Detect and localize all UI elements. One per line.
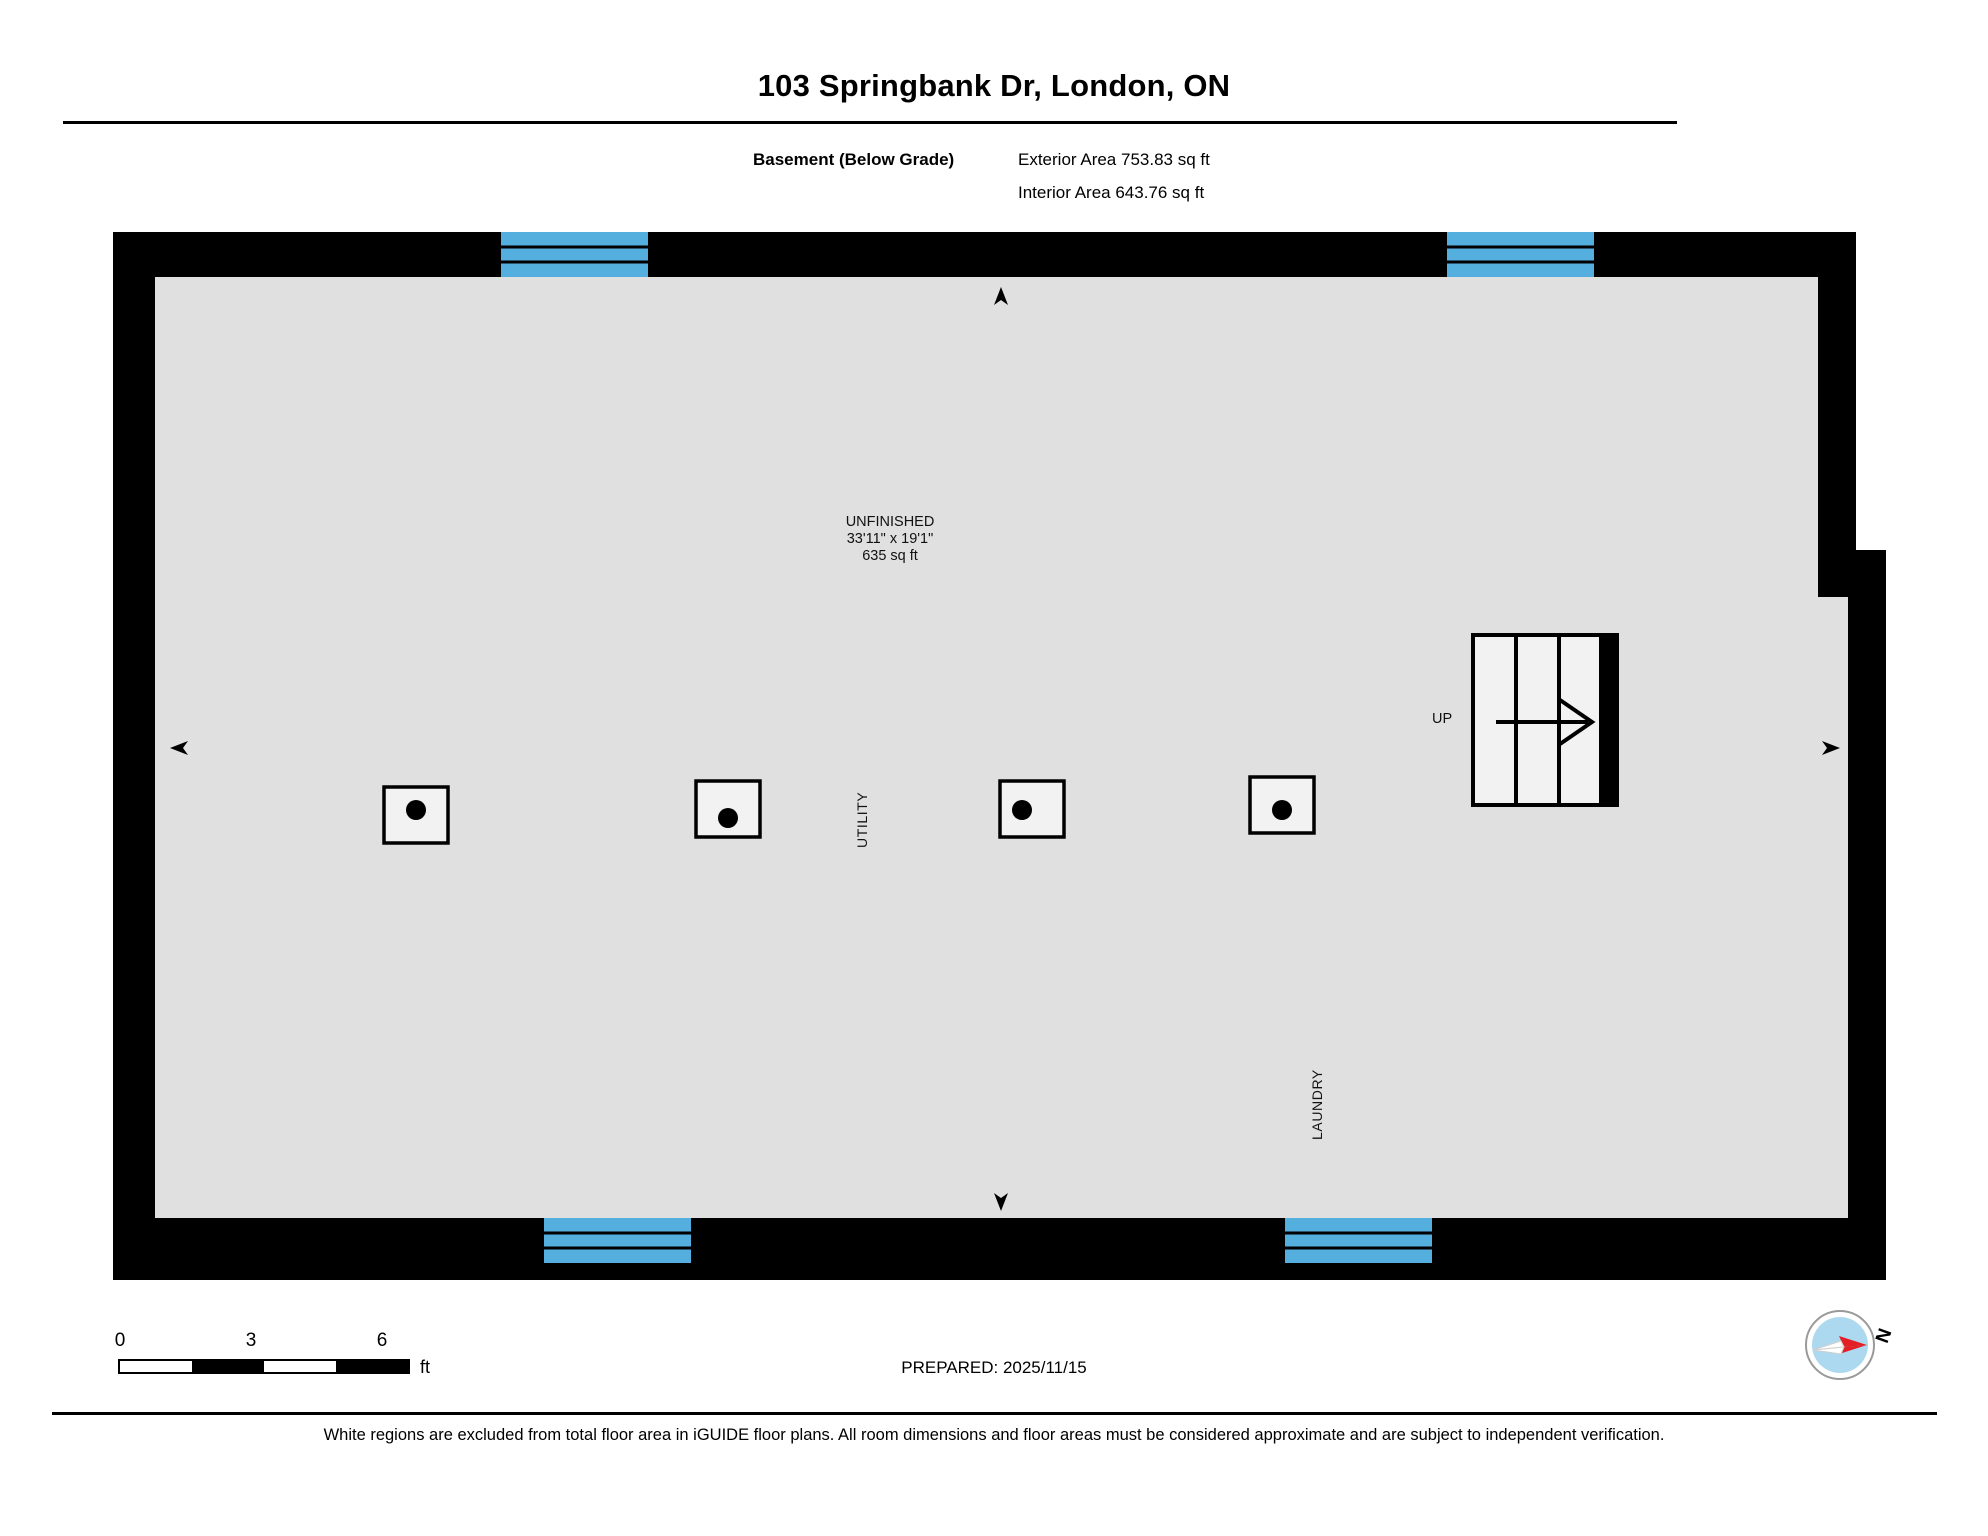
floor-label: Basement (Below Grade) xyxy=(753,150,955,169)
scale-tick-3: 3 xyxy=(245,1330,257,1351)
exterior-area-label: Exterior Area 753.83 sq ft xyxy=(1018,150,1210,169)
support-column xyxy=(998,779,1066,839)
prepared-date: PREPARED: 2025/11/15 xyxy=(901,1358,1087,1377)
room-area: 635 sq ft xyxy=(862,548,918,564)
subheader: Basement (Below Grade) Exterior Area 753… xyxy=(63,140,1677,202)
interior-area-label: Interior Area 643.76 sq ft xyxy=(1018,183,1205,202)
scale-bar-group: 0 3 6 ft xyxy=(108,1330,431,1392)
scale-segment xyxy=(264,1361,336,1372)
window-bottom-right xyxy=(1285,1218,1432,1263)
window-top-left xyxy=(501,232,648,277)
label-stairs-up: UP xyxy=(1432,711,1453,727)
dimension-arrow-top xyxy=(994,287,1008,305)
scale-tick-0: 0 xyxy=(114,1330,126,1351)
interior-floor xyxy=(155,277,1848,1218)
scale-segment xyxy=(120,1361,192,1372)
scale-unit-label: ft xyxy=(420,1357,431,1377)
support-column xyxy=(694,779,762,839)
compass-rose: N xyxy=(1795,1300,1905,1390)
dimension-arrow-bottom xyxy=(994,1193,1008,1211)
label-utility: UTILITY xyxy=(854,791,870,848)
support-column xyxy=(382,785,450,845)
room-label-unfinished: UNFINISHED 33'11" x 19'1" 635 sq ft xyxy=(760,514,1020,565)
page-title: 103 Springbank Dr, London, ON xyxy=(757,68,1231,103)
dimension-arrow-right xyxy=(1822,741,1840,755)
room-name: UNFINISHED xyxy=(845,514,935,530)
dimension-arrow-left xyxy=(170,741,188,755)
window-bottom-left xyxy=(544,1218,691,1263)
scale-segment xyxy=(192,1361,264,1372)
scale-bar xyxy=(118,1359,410,1374)
room-dimensions: 33'11" x 19'1" xyxy=(846,531,934,547)
disclaimer-text: White regions are excluded from total fl… xyxy=(323,1426,1665,1444)
staircase xyxy=(1471,633,1619,807)
label-laundry: LAUNDRY xyxy=(1309,1069,1325,1140)
scale-tick-6: 6 xyxy=(376,1330,388,1351)
footer-divider xyxy=(52,1412,1937,1415)
scale-segment xyxy=(336,1361,408,1372)
header-divider xyxy=(63,121,1677,124)
support-column xyxy=(1248,775,1316,835)
window-top-right xyxy=(1447,232,1594,277)
